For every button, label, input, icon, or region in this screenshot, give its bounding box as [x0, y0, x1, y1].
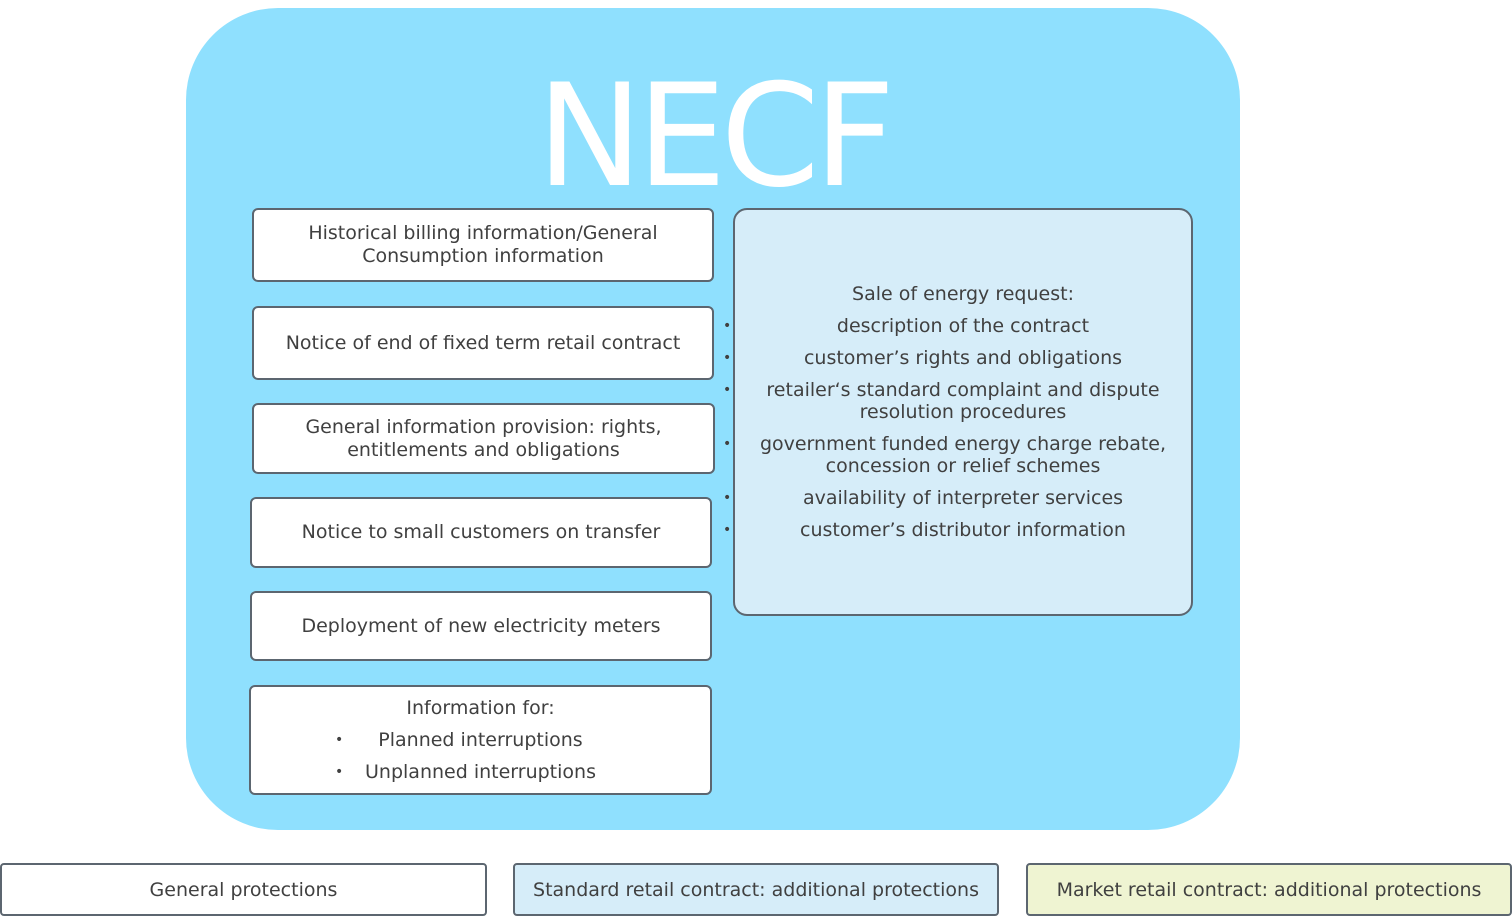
legend-market-label: Market retail contract: additional prote…: [1056, 878, 1482, 901]
sale-item-interpreter-services: availability of interpreter services: [723, 487, 1173, 509]
legend-general-protections: General protections: [0, 863, 487, 916]
legend-standard-contract: Standard retail contract: additional pro…: [513, 863, 999, 916]
sale-of-energy-heading: Sale of energy request:: [852, 283, 1074, 305]
legend-general-label: General protections: [149, 878, 338, 901]
interruptions-list: Planned interruptions Unplanned interrup…: [335, 720, 596, 784]
sale-item-contract-description: description of the contract: [723, 315, 1173, 337]
general-info-line-2: entitlements and obligations: [347, 438, 620, 461]
historical-billing-line-2: Consumption information: [362, 245, 604, 267]
sale-item-complaint-procedures: retailer‘s standard complaint and disput…: [723, 379, 1173, 423]
interruptions-heading: Information for:: [406, 696, 555, 719]
historical-billing-line-1: Historical billing information/General: [308, 222, 658, 244]
notice-end-contract-label: Notice of end of fixed term retail contr…: [285, 331, 681, 354]
notice-transfer-box: Notice to small customers on transfer: [250, 497, 712, 568]
deployment-meters-label: Deployment of new electricity meters: [301, 614, 661, 637]
sale-of-energy-list: description of the contract customer’s r…: [723, 305, 1173, 541]
notice-transfer-label: Notice to small customers on transfer: [301, 521, 661, 543]
interruptions-item-planned: Planned interruptions: [335, 729, 596, 752]
interruptions-box: Information for: Planned interruptions U…: [249, 685, 712, 795]
general-info-line-1: General information provision: rights,: [305, 415, 662, 438]
interruptions-item-unplanned: Unplanned interruptions: [335, 761, 596, 784]
legend-standard-label: Standard retail contract: additional pro…: [533, 878, 979, 901]
historical-billing-box: Historical billing information/General C…: [252, 208, 714, 282]
diagram-title: NECF: [536, 54, 896, 219]
deployment-meters-box: Deployment of new electricity meters: [250, 591, 712, 661]
sale-item-distributor-info: customer’s distributor information: [723, 519, 1173, 541]
notice-end-contract-box: Notice of end of fixed term retail contr…: [252, 306, 714, 380]
sale-of-energy-box: Sale of energy request: description of t…: [723, 208, 1193, 616]
sale-item-rebate-schemes: government funded energy charge rebate, …: [723, 433, 1173, 477]
legend-market-contract: Market retail contract: additional prote…: [1026, 863, 1512, 916]
general-info-box: General information provision: rights, e…: [252, 403, 715, 474]
sale-item-rights-obligations: customer’s rights and obligations: [723, 347, 1173, 369]
